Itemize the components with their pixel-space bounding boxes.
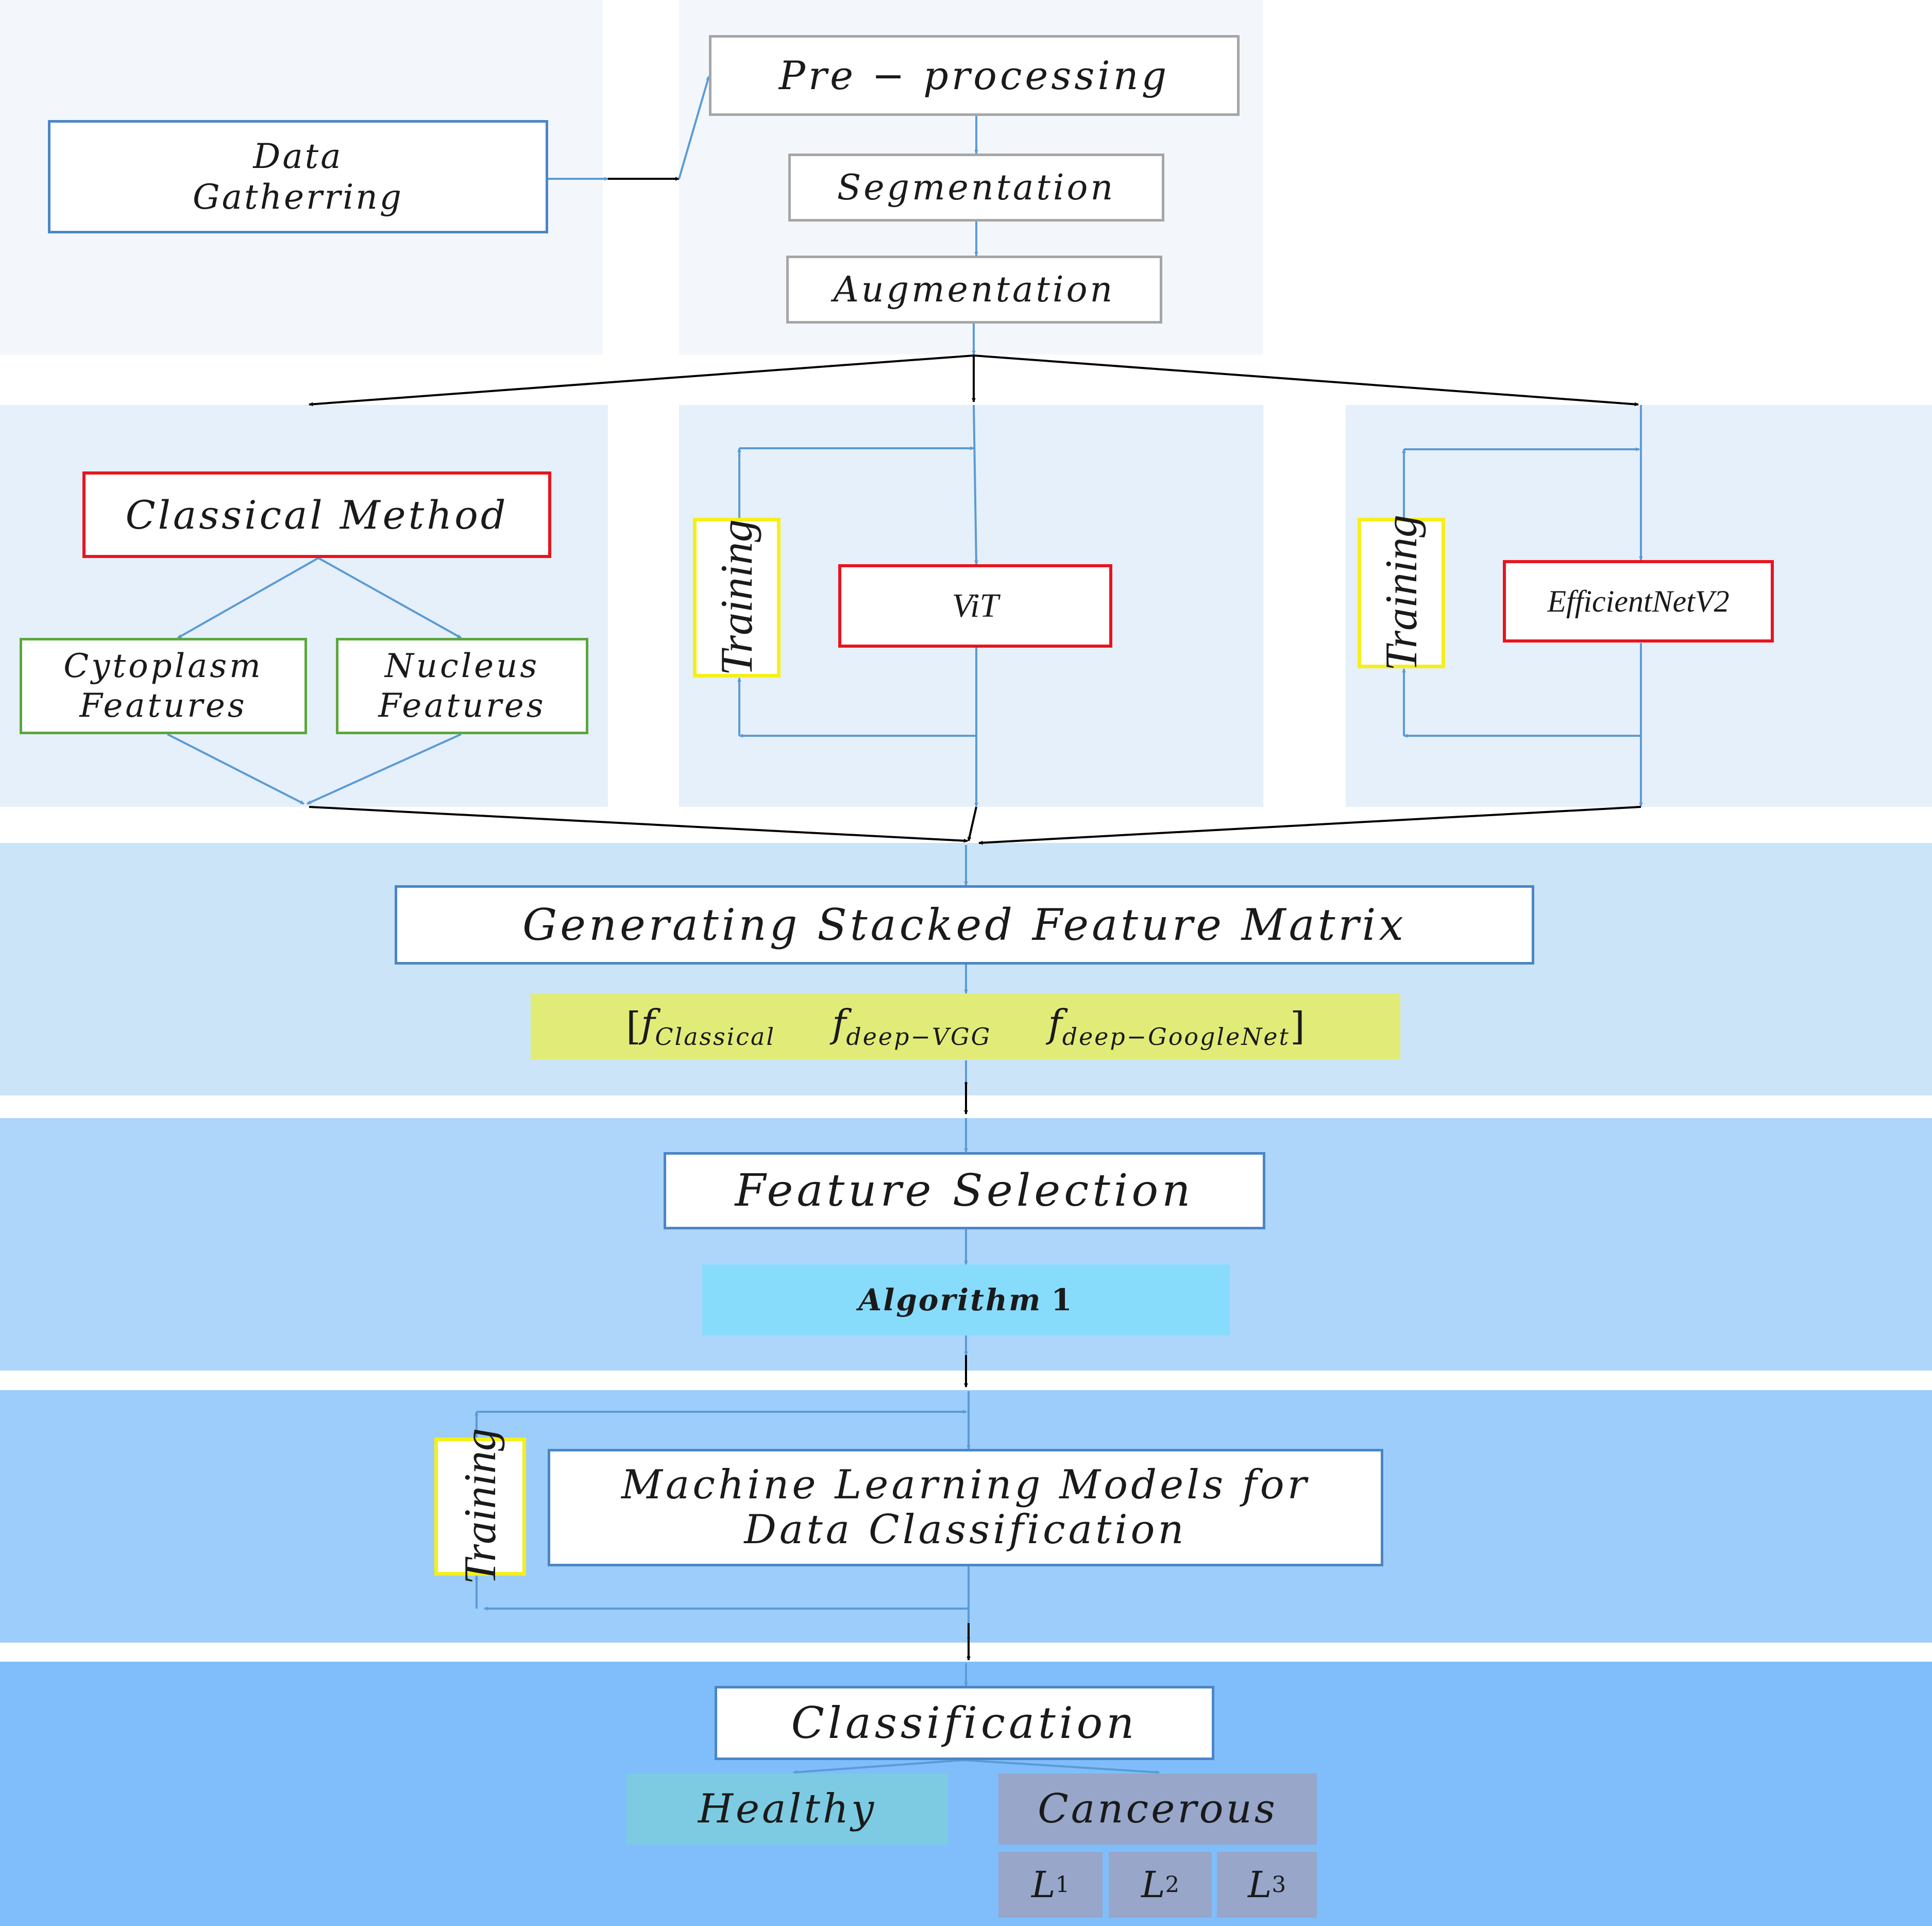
classical-method-label: Classical Method (125, 492, 509, 538)
feature-selection-box: Feature Selection (664, 1152, 1265, 1229)
arrow-to-healthy (793, 1759, 964, 1775)
segmentation-label: Segmentation (837, 167, 1116, 208)
efficientnet-training-box: Training (1358, 515, 1445, 671)
augmentation-box: Augmentation (786, 256, 1162, 324)
arrow-cytoplasm-down (167, 733, 304, 805)
level-l3-sub: 3 (1272, 1872, 1286, 1898)
level-l2-letter: L (1141, 1864, 1165, 1906)
classical-method-box: Classical Method (82, 471, 551, 558)
arrow-classical-to-nucleus (318, 557, 462, 639)
feature-term-classical-sub: Classical (655, 1023, 776, 1051)
classification-label: Classification (791, 1698, 1138, 1748)
arrow-merge-vit (967, 806, 977, 841)
stacked-feature-matrix-label: Generating Stacked Feature Matrix (522, 900, 1406, 950)
cancerous-label: Cancerous (1038, 1786, 1278, 1832)
nucleus-features-line-2: Features (378, 686, 546, 725)
data-gathering-line-1: Data (253, 136, 343, 176)
arrow-classical-to-cytoplasm (177, 557, 319, 639)
efficientnet-box: EfficientNetV2 (1503, 560, 1774, 643)
level-l1-sub: 1 (1055, 1872, 1070, 1898)
vit-box: ViT (838, 564, 1112, 648)
cancerous-box: Cancerous (998, 1773, 1317, 1845)
arrow-branch-efficientnet (973, 354, 1639, 407)
arrow-to-cancerous (963, 1759, 1160, 1775)
arrow-to-preprocessing (678, 76, 710, 179)
vit-training-label: Training (711, 519, 762, 676)
arrow-branch-classical (309, 354, 974, 407)
level-l3-letter: L (1247, 1864, 1272, 1906)
algorithm-box: Algorithm 1 (702, 1264, 1230, 1336)
feature-term-googlenet-sub: deep−GoogleNet (1062, 1023, 1290, 1051)
feature-term-vgg: fdeep−VGG (832, 1002, 991, 1051)
segmentation-box: Segmentation (788, 154, 1164, 222)
vit-training-box: Training (693, 518, 781, 678)
ml-models-box: Machine Learning Models for Data Classif… (548, 1449, 1383, 1566)
efficientnet-label: EfficientNetV2 (1547, 584, 1730, 618)
efficientnet-training-label: Training (1376, 515, 1427, 671)
stacked-feature-matrix-box: Generating Stacked Feature Matrix (395, 885, 1534, 965)
feature-vector-open-bracket: [ (626, 1004, 641, 1049)
ml-models-line-2: Data Classification (744, 1507, 1187, 1553)
feature-f-googlenet: f (1048, 1002, 1062, 1046)
feature-vector-close-bracket: ] (1290, 1004, 1305, 1049)
level-l1-letter: L (1031, 1864, 1056, 1906)
ml-models-line-1: Machine Learning Models for (621, 1461, 1310, 1508)
feature-f-classical: f (641, 1002, 655, 1046)
feature-f-vgg: f (832, 1002, 846, 1046)
nucleus-features-box: Nucleus Features (336, 638, 588, 734)
feature-term-vgg-sub: deep−VGG (846, 1023, 992, 1051)
ml-training-box: Training (434, 1428, 526, 1585)
feature-term-googlenet: fdeep−GoogleNet (1048, 1002, 1290, 1051)
cytoplasm-features-box: Cytoplasm Features (20, 638, 307, 734)
cytoplasm-features-line-2: Features (79, 686, 247, 725)
augmentation-label: Augmentation (833, 269, 1115, 310)
data-gathering-box: Data Gatherring (48, 120, 548, 233)
healthy-label: Healthy (698, 1786, 877, 1832)
arrow-vit-in (973, 404, 978, 565)
arrow-merge-efficientnet (978, 806, 1641, 845)
preprocessing-label: Pre − processing (778, 53, 1170, 98)
arrow-merge-classical (309, 806, 968, 843)
vit-label: ViT (952, 587, 999, 624)
feature-selection-label: Feature Selection (735, 1165, 1194, 1217)
feature-vector: [ fClassical fdeep−VGG fdeep−GoogleNet ] (531, 993, 1400, 1059)
level-l2-sub: 2 (1165, 1872, 1180, 1898)
algorithm-number: 1 (1051, 1282, 1074, 1317)
classification-box: Classification (715, 1686, 1214, 1760)
healthy-box: Healthy (626, 1773, 948, 1845)
preprocessing-box: Pre − processing (709, 35, 1240, 116)
feature-term-classical: fClassical (641, 1002, 775, 1051)
ml-training-label: Training (455, 1428, 505, 1585)
nucleus-features-line-1: Nucleus (384, 647, 540, 685)
data-gathering-line-2: Gatherring (192, 177, 404, 217)
cytoplasm-features-line-1: Cytoplasm (63, 647, 263, 685)
algorithm-name: Algorithm (858, 1282, 1042, 1317)
arrow-nucleus-down (307, 733, 462, 805)
